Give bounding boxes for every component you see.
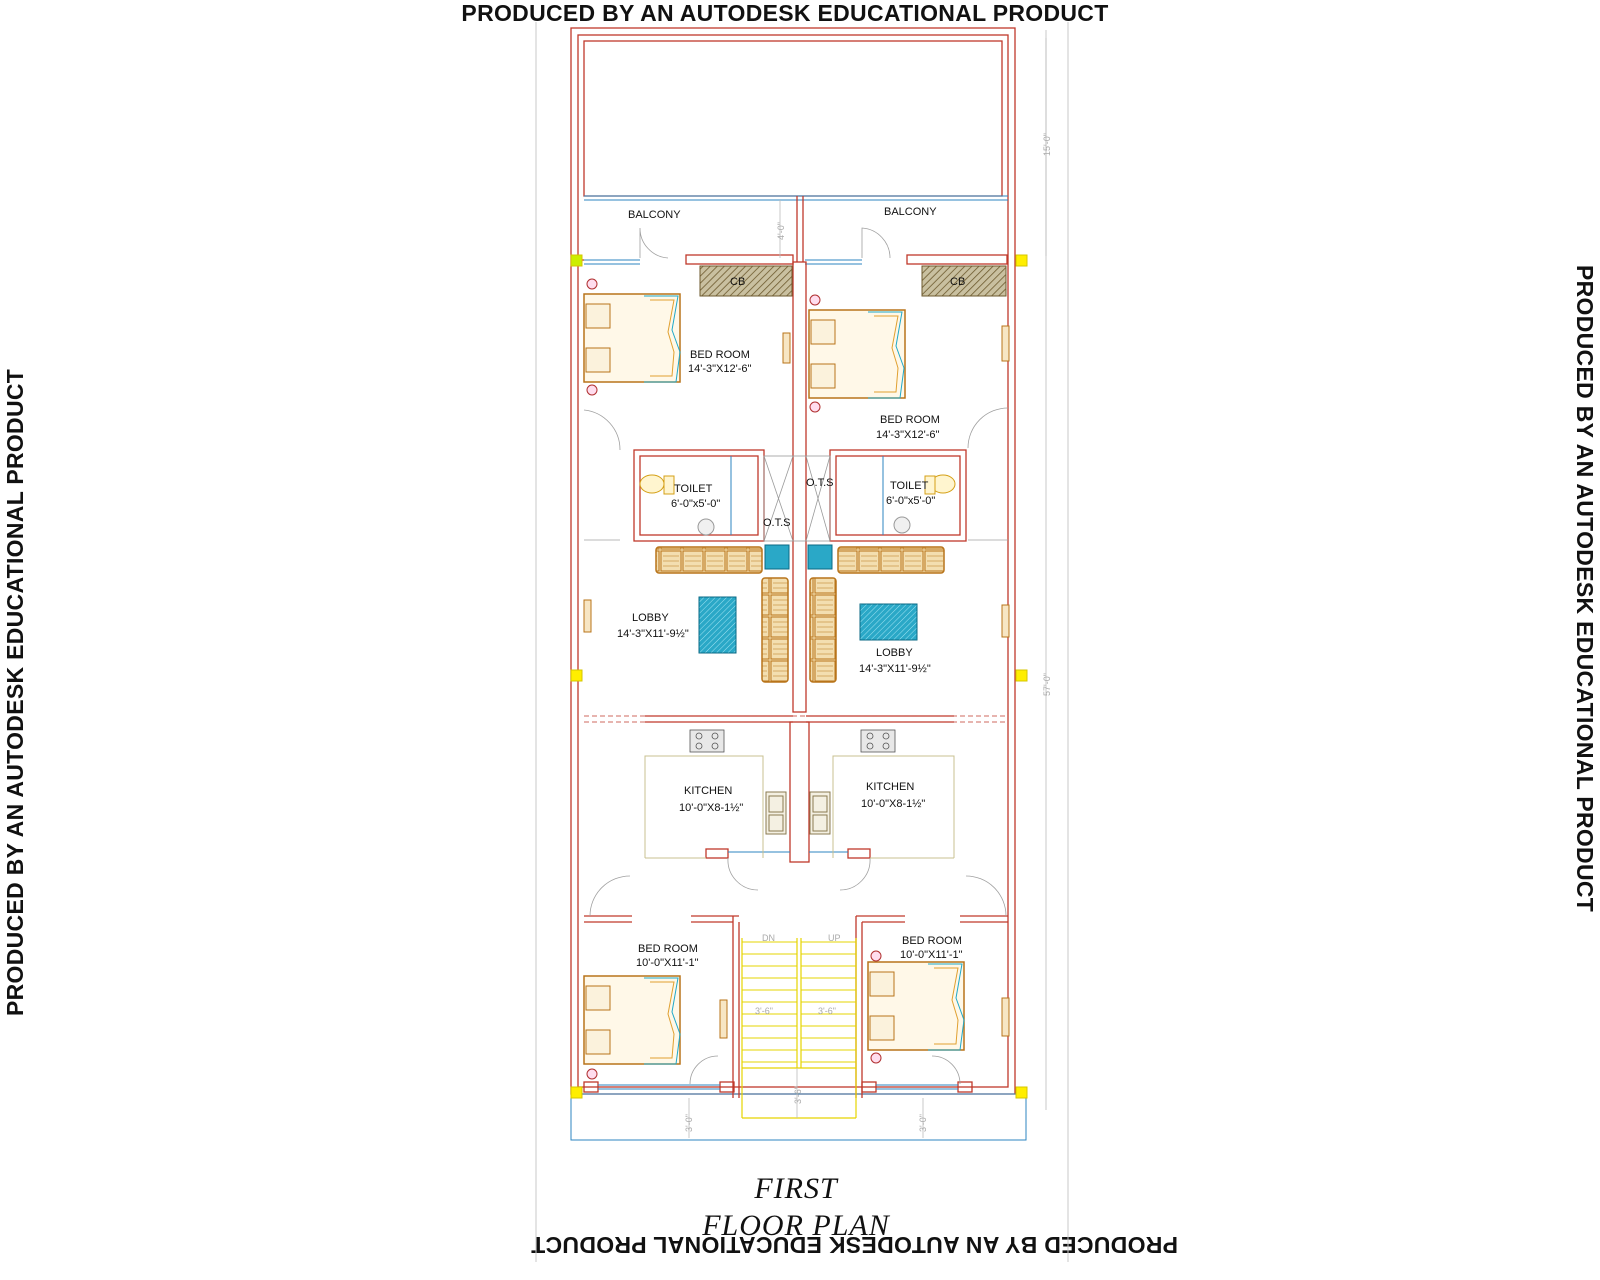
- bedroom-bottom-left-size: 10'-0"X11'-1": [636, 957, 699, 969]
- kitchen-left-name: KITCHEN: [684, 785, 732, 797]
- sofa-top-right: [837, 546, 945, 574]
- party-wall: [789, 196, 810, 863]
- lobby-left-size: 14'-3"X11'-9½": [617, 628, 689, 640]
- columns: [570, 254, 1028, 1099]
- stair-dn-label: DN: [762, 933, 775, 943]
- watermark-top: PRODUCED BY AN AUTODESK EDUCATIONAL PROD…: [461, 0, 1109, 26]
- lobby-right-size: 14'-3"X11'-9½": [859, 663, 931, 675]
- plinth-line: [570, 1093, 1027, 1141]
- bedroom-bottom-left-name: BED ROOM: [638, 943, 698, 955]
- toilet-right-size: 6'-0"x5'-0": [886, 495, 935, 507]
- dim-stair-right: 3'-6": [818, 1006, 836, 1016]
- bed-bottom-right: [867, 950, 965, 1064]
- bed-top-right: [808, 294, 906, 413]
- rug-right: [859, 603, 918, 641]
- duct-left: [764, 544, 790, 570]
- lobby-left-name: LOBBY: [632, 612, 669, 624]
- bedroom-left-name: BED ROOM: [690, 349, 750, 361]
- dim-rear-left: 3'-0": [684, 1114, 694, 1132]
- bedroom-bottom-right-name: BED ROOM: [902, 935, 962, 947]
- dim-balcony-depth: 4'-0": [776, 222, 786, 240]
- kitchen-left-size: 10'-0"X8-1½": [679, 802, 743, 814]
- kitchen-right-name: KITCHEN: [866, 781, 914, 793]
- bed-top-left: [583, 278, 681, 396]
- bed-bottom-left: [583, 975, 681, 1080]
- toilet-right-name: TOILET: [890, 480, 929, 492]
- ots-top-label: O.T.S: [806, 477, 834, 489]
- kitchen-right-size: 10'-0"X8-1½": [861, 798, 925, 810]
- bedroom-bottom-right-size: 10'-0"X11'-1": [900, 949, 963, 961]
- bottom-windows: [598, 851, 958, 1090]
- bedroom-right-size: 14'-3"X12'-6": [876, 429, 939, 441]
- dim-stair-left: 3'-6": [755, 1006, 773, 1016]
- cupboard-left: [699, 265, 793, 297]
- drawing-title-line2: FLOOR PLAN: [701, 1209, 891, 1242]
- balcony-left-label: BALCONY: [628, 209, 681, 221]
- ots-bottom-label: O.T.S: [763, 517, 791, 529]
- sheet-border: [535, 22, 1069, 1262]
- sofa-top-left: [655, 546, 763, 574]
- cupboard-right: [921, 265, 1007, 297]
- stoves: [689, 729, 896, 753]
- balcony-right-label: BALCONY: [884, 206, 937, 218]
- dim-stair-landing: 3'-6": [793, 1086, 803, 1104]
- dim-rear-right: 3'-0": [918, 1114, 928, 1132]
- stair-treads: [742, 941, 856, 1063]
- bedroom-left-size: 14'-3"X12'-6": [688, 363, 751, 375]
- toilet-fixtures: [639, 474, 956, 536]
- door-swings: [583, 227, 1009, 1085]
- sofa-side-left: [761, 577, 789, 683]
- dim-overall-depth: 57'-0": [1042, 673, 1052, 696]
- kitchen-sinks: [765, 791, 831, 835]
- dimension-lines: [688, 38, 1047, 1138]
- side-windows: [583, 325, 1010, 1039]
- ots-shaft: [763, 455, 831, 542]
- dim-front-setback: 15'-0": [1042, 133, 1052, 156]
- rug-left: [698, 596, 737, 654]
- cb-left-label: CB: [730, 276, 745, 288]
- duct-right: [807, 544, 833, 570]
- toilet-left-name: TOILET: [674, 483, 713, 495]
- dashed-boundaries: [584, 715, 1008, 723]
- toilet-partitions: [730, 456, 884, 535]
- sofa-side-right: [809, 577, 837, 683]
- kitchen-counters: [644, 755, 955, 859]
- bedroom-right-name: BED ROOM: [880, 414, 940, 426]
- lobby-right-name: LOBBY: [876, 647, 913, 659]
- stair-up-label: UP: [828, 933, 841, 943]
- cb-right-label: CB: [950, 276, 965, 288]
- staircase: [741, 938, 857, 1119]
- balcony-glass-lines: [584, 195, 1008, 265]
- drawing-title-line1: FIRST: [753, 1172, 839, 1205]
- toilet-left-size: 6'-0"x5'-0": [671, 498, 720, 510]
